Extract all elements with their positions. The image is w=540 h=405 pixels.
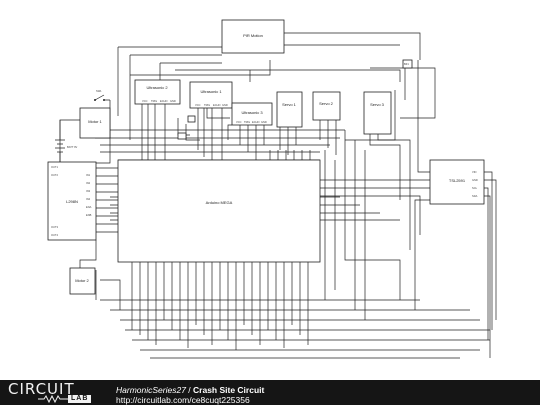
ultra3-label: Ultrasonic 3 [241, 110, 263, 115]
svg-text:IN2: IN2 [86, 181, 91, 185]
motor1-label: Motor 1 [88, 119, 102, 124]
svg-text:GND: GND [261, 120, 267, 124]
component-ultrasonic-2: Ultrasonic 2 VCC TRIG ECHO GND [134, 79, 181, 105]
component-arduino-mega: Arduino MEGA [117, 159, 321, 263]
svg-text:VIN: VIN [472, 170, 476, 174]
buzzer-label: BZ1 [404, 62, 409, 66]
ultra1-label: Ultrasonic 1 [200, 89, 222, 94]
resistor-icon [38, 395, 68, 403]
pir-label: PIR Motion [243, 33, 263, 38]
svg-text:IN3: IN3 [86, 189, 91, 193]
svg-text:SCL: SCL [472, 186, 478, 190]
battery-label: BATT 9V [67, 145, 78, 149]
component-pir-motion: PIR Motion [221, 19, 285, 54]
servo1-label: Servo 1 [282, 102, 297, 107]
circuit-url[interactable]: http://circuitlab.com/ce8cuqt225356 [116, 395, 250, 405]
circuit-title-line: HarmonicSeries27 / Crash Site Circuit [116, 385, 264, 395]
svg-text:TRIG: TRIG [204, 103, 210, 107]
logo-text-top: CIRCUIT [8, 380, 75, 398]
svg-text:OUT2: OUT2 [51, 173, 58, 177]
svg-text:OUT1: OUT1 [51, 165, 58, 169]
svg-text:ECHO: ECHO [160, 99, 168, 103]
component-l298n: L298N OUT1 OUT2 OUT3 OUT4 IN1 IN2 IN3 IN… [47, 161, 97, 241]
servo3-label: Servo 3 [370, 102, 385, 107]
buzzer-symbol: BZ1 [402, 59, 413, 69]
component-servo-3: Servo 3 [363, 91, 392, 135]
component-ultrasonic-1: Ultrasonic 1 VCC TRIG ECHO GND [189, 81, 233, 109]
schematic-canvas: PIR Motion Ultrasonic 2 VCC TRIG ECHO GN… [47, 19, 497, 359]
svg-text:ECHO: ECHO [252, 120, 260, 124]
svg-text:GND: GND [472, 178, 478, 182]
mega-label: Arduino MEGA [206, 200, 233, 205]
servo2-label: Servo 2 [319, 101, 334, 106]
svg-text:GND: GND [222, 103, 228, 107]
component-ultrasonic-3: Ultrasonic 3 VCC TRIG ECHO GND [231, 102, 273, 126]
svg-text:TRIG: TRIG [151, 99, 157, 103]
svg-text:VCC: VCC [195, 103, 201, 107]
switch-label: SW1 [96, 89, 102, 93]
component-motor-1: Motor 1 [79, 107, 111, 139]
svg-text:GND: GND [170, 99, 176, 103]
svg-text:ENA: ENA [86, 205, 92, 209]
l298-label: L298N [66, 199, 78, 204]
svg-text:ECHO: ECHO [213, 103, 221, 107]
svg-text:VCC: VCC [236, 120, 242, 124]
small-component [177, 115, 196, 140]
logo-text-bottom: LAB [68, 395, 92, 403]
svg-text:ENB: ENB [86, 213, 92, 217]
motor2-label: Motor 2 [75, 278, 89, 283]
svg-text:TRIG: TRIG [244, 120, 250, 124]
component-servo-1: Servo 1 [276, 91, 303, 128]
switch-symbol: SW1 [94, 89, 110, 101]
circuit-title: Crash Site Circuit [193, 385, 265, 395]
component-servo-2: Servo 2 [312, 91, 341, 121]
svg-text:VCC: VCC [142, 99, 148, 103]
logo-lab-row: LAB [38, 395, 92, 403]
svg-text:OUT4: OUT4 [51, 233, 58, 237]
component-motor-2: Motor 2 [69, 267, 96, 295]
title-separator: / [185, 385, 194, 395]
svg-text:SDA: SDA [472, 194, 478, 198]
battery-symbol: BATT 9V [55, 120, 78, 162]
circuitlab-logo[interactable]: CIRCUIT LAB [8, 380, 100, 403]
svg-text:OUT3: OUT3 [51, 225, 58, 229]
footer-bar: CIRCUIT LAB [0, 380, 540, 405]
svg-text:IN4: IN4 [86, 197, 91, 201]
component-tsl2591: TSL2591 VIN GND SCL SDA [429, 159, 485, 205]
svg-text:IN1: IN1 [86, 173, 91, 177]
tsl-label: TSL2591 [449, 178, 466, 183]
ultra2-label: Ultrasonic 2 [146, 85, 168, 90]
author-link[interactable]: HarmonicSeries27 [116, 385, 186, 395]
